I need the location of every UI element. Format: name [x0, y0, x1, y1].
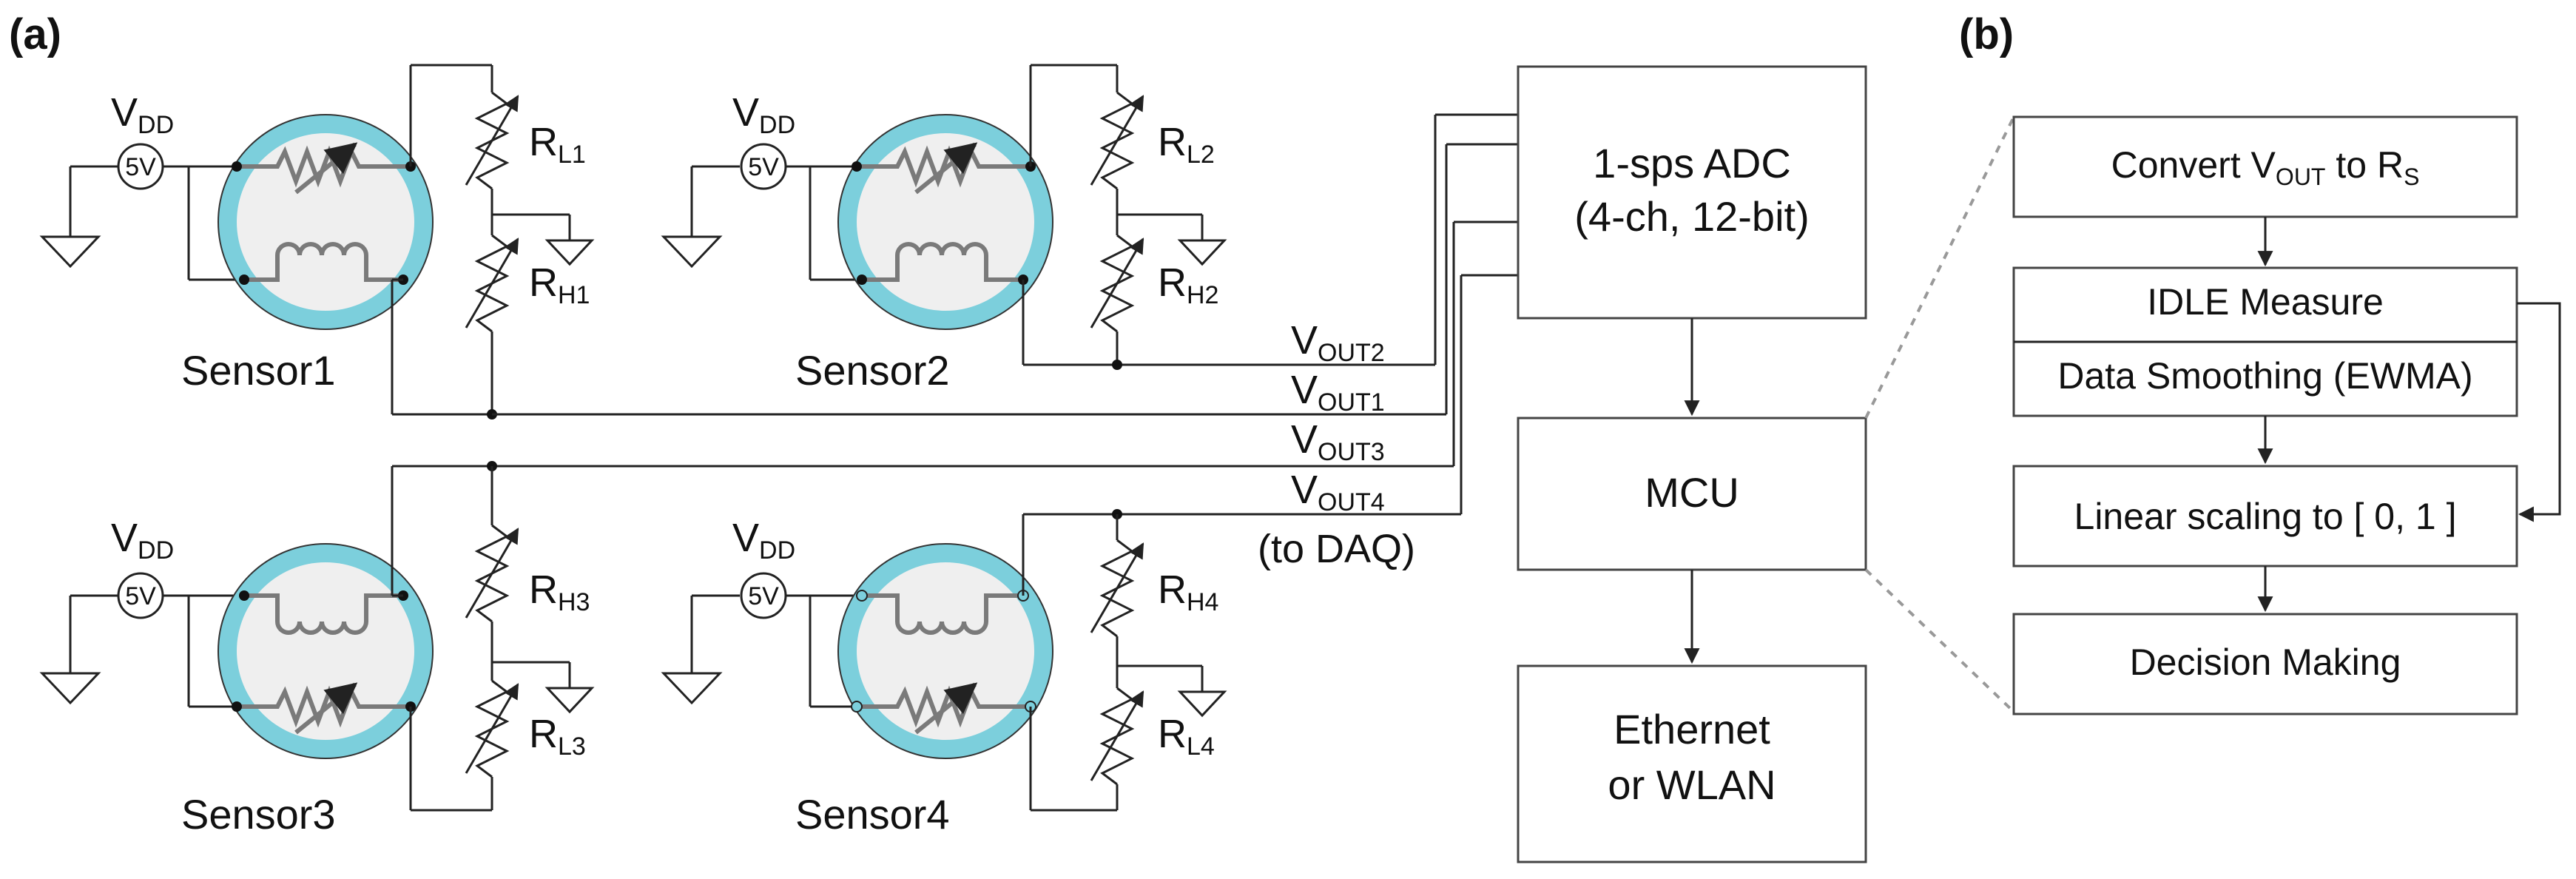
vout1-label: VOUT1	[1291, 368, 1385, 417]
sensor-core	[857, 562, 1034, 740]
resistor-top-label: RL1	[529, 120, 586, 169]
mcu-label: MCU	[1645, 469, 1739, 516]
processing-chain: 1-sps ADC (4-ch, 12-bit) MCU Ethernet or…	[1517, 65, 1867, 863]
sensor-2-circuit: 5V VDD RL2 RH2 Sensor2	[662, 64, 1435, 394]
mcu-flowchart: Convert VOUT to RS IDLE Measure Data Smo…	[2012, 115, 2561, 715]
adc-title: 1-sps ADC	[1593, 140, 1791, 186]
mcu-box	[1517, 417, 1867, 571]
resistor-top-label: RL2	[1158, 120, 1215, 169]
heater-icon	[862, 593, 1023, 635]
vout4-label: VOUT4	[1291, 468, 1385, 516]
sensor-4-circuit: 5V VDD RH4 RL4 Sensor4	[662, 509, 1461, 838]
heater-icon	[244, 242, 403, 282]
resistor-top-label: RH4	[1158, 568, 1218, 616]
supply-label: 5V	[125, 153, 156, 181]
convert-step	[2012, 115, 2518, 218]
sensor-core	[237, 133, 414, 311]
resistor-bottom-label: RL3	[529, 712, 586, 761]
resistor-top-label: RH3	[529, 568, 590, 616]
zoom-line-bottom	[1864, 568, 2015, 713]
sensor-name: Sensor1	[181, 347, 336, 394]
network-line1: Ethernet	[1614, 706, 1770, 752]
vout3-label: VOUT3	[1291, 417, 1385, 466]
panel-a-label: (a)	[9, 10, 61, 58]
idle-step-label: IDLE Measure	[2147, 281, 2384, 323]
decision-step	[2012, 613, 2518, 715]
sensor-core	[237, 562, 414, 740]
sensor-name: Sensor2	[795, 347, 950, 394]
smoothing-step-label: Data Smoothing (EWMA)	[2057, 355, 2472, 397]
sensor-name: Sensor4	[795, 791, 950, 838]
vdd-label: VDD	[111, 516, 174, 565]
scaling-step	[2012, 465, 2518, 568]
network-box	[1517, 664, 1867, 863]
resistor-bottom-label: RL4	[1158, 712, 1215, 761]
vdd-label: VDD	[732, 516, 795, 565]
scaling-step-label: Linear scaling to [ 0, 1 ]	[2074, 496, 2457, 537]
adc-spec: (4-ch, 12-bit)	[1574, 193, 1809, 240]
to-daq-label: (to DAQ)	[1258, 527, 1415, 571]
adc-box	[1517, 65, 1867, 320]
heater-icon	[244, 593, 403, 635]
resistor-bottom-label: RH2	[1158, 260, 1218, 309]
flow-bypass-arrow	[2517, 302, 2561, 522]
convert-step-label: Convert VOUT to RS	[2111, 144, 2420, 190]
sensor-core	[857, 133, 1034, 311]
network-line2: or WLAN	[1608, 761, 1776, 808]
sensor-3-circuit: 5V VDD RH3 RL3 Sensor3	[41, 461, 1454, 838]
heater-icon	[862, 242, 1023, 282]
supply-label: 5V	[748, 582, 779, 610]
output-bus: VOUT2 VOUT1 VOUT3 VOUT4 (to DAQ)	[492, 113, 1518, 571]
panel-b-label: (b)	[1959, 10, 2014, 58]
supply-label: 5V	[125, 582, 156, 610]
supply-label: 5V	[748, 153, 779, 181]
zoom-line-top	[1864, 116, 2015, 419]
resistor-bottom-label: RH1	[529, 260, 590, 309]
decision-step-label: Decision Making	[2130, 641, 2401, 683]
vdd-label: VDD	[111, 90, 174, 139]
vdd-label: VDD	[732, 90, 795, 139]
sensor-name: Sensor3	[181, 791, 336, 838]
vout2-label: VOUT2	[1291, 318, 1385, 367]
sensor-1-circuit: 5V VDD RL1 RH1 Sensor1	[41, 64, 593, 420]
